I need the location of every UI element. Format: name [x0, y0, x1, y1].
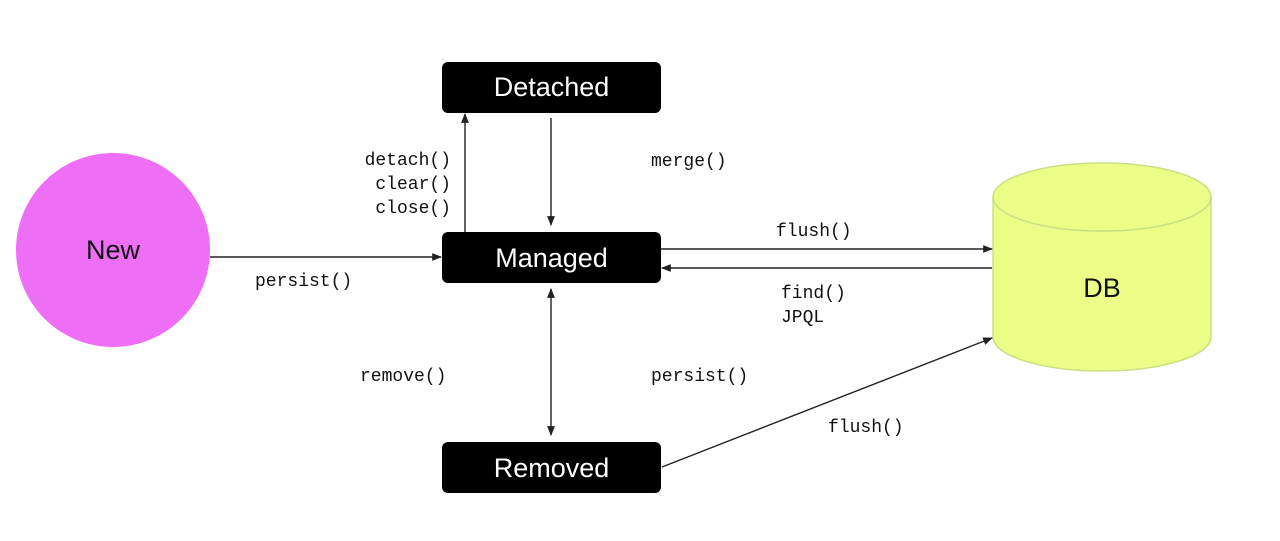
flush-removed-arrow: [661, 337, 993, 468]
db-label: DB: [1083, 273, 1121, 303]
detached-node: Detached: [442, 62, 661, 113]
db-node: DB: [992, 162, 1212, 372]
removed-node: Removed: [442, 442, 661, 493]
close-label: close(): [375, 199, 451, 219]
detached-box: [442, 62, 661, 113]
find-label: find(): [781, 284, 846, 304]
managed-node: Managed: [442, 232, 661, 283]
new-node: New: [16, 153, 210, 347]
db-cylinder-top: [992, 162, 1212, 232]
flush-managed-label: flush(): [776, 222, 852, 242]
flush-removed-label: flush(): [828, 418, 904, 438]
managed-box: [442, 232, 661, 283]
persist-new-label: persist(): [255, 272, 352, 292]
remove-label: remove(): [360, 367, 446, 387]
clear-label: clear(): [375, 175, 451, 195]
merge-label: merge(): [651, 152, 727, 172]
detach-label: detach(): [365, 151, 451, 171]
new-label: New: [86, 235, 141, 265]
detached-label: Detached: [494, 72, 610, 102]
managed-label: Managed: [495, 243, 608, 273]
removed-label: Removed: [494, 453, 610, 483]
jpql-label: JPQL: [781, 308, 824, 328]
new-circle: [16, 153, 210, 347]
removed-box: [442, 442, 661, 493]
persist-removed-label: persist(): [651, 367, 748, 387]
